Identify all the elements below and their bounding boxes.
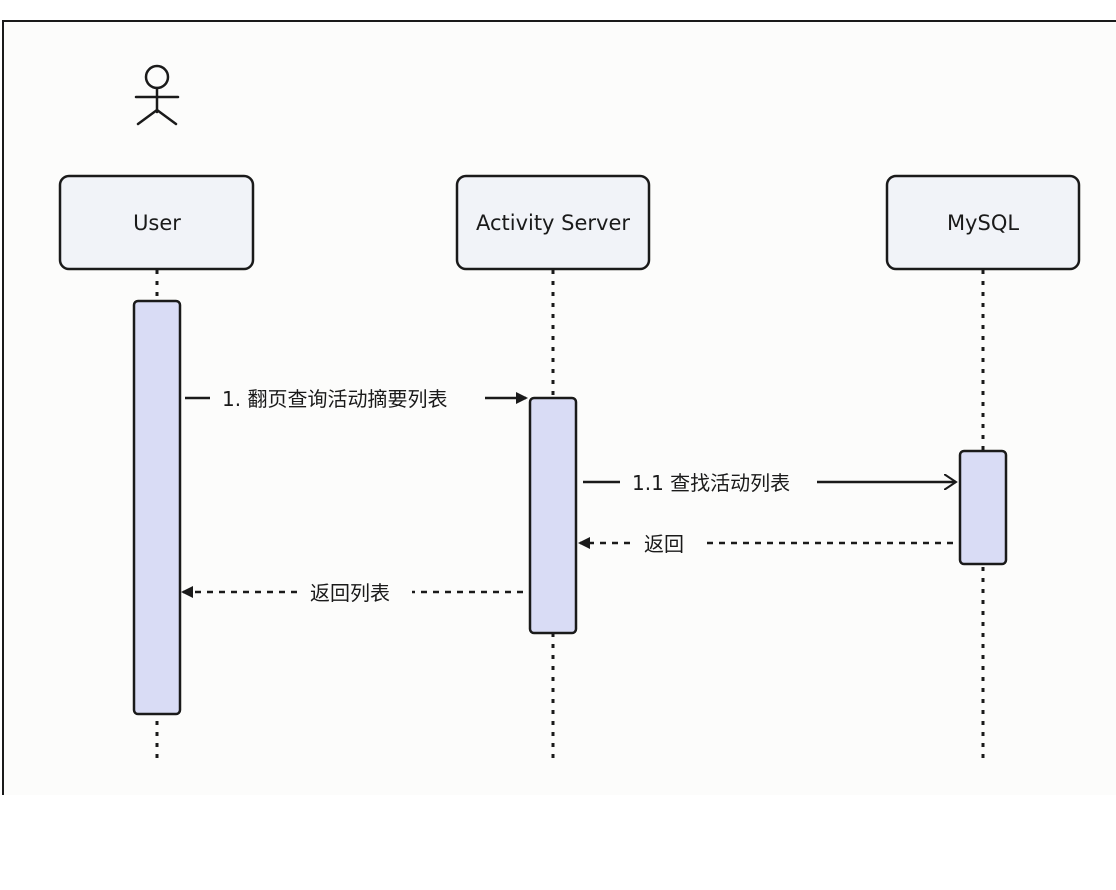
message-3-label: 返回 (644, 532, 684, 556)
message-2-label: 1.1 查找活动列表 (632, 471, 790, 495)
participant-mysql: MySQL (885, 174, 1081, 271)
message-1: 1. 翻页查询活动摘要列表 (185, 387, 528, 411)
actor-user-icon (134, 64, 180, 126)
participant-activity-server: Activity Server (455, 174, 651, 271)
participant-activity-server-label: Activity Server (476, 211, 630, 235)
message-4-label: 返回列表 (310, 581, 390, 605)
message-4: 返回列表 (181, 581, 523, 605)
activation-user (132, 299, 182, 716)
message-2: 1.1 查找活动列表 (583, 471, 956, 495)
participant-user-label: User (133, 211, 181, 235)
activation-activity-server (528, 396, 578, 635)
participant-mysql-label: MySQL (947, 211, 1019, 235)
message-3: 返回 (578, 532, 953, 556)
message-1-label: 1. 翻页查询活动摘要列表 (222, 387, 447, 411)
participant-user: User (58, 174, 255, 271)
activation-mysql (958, 449, 1008, 566)
